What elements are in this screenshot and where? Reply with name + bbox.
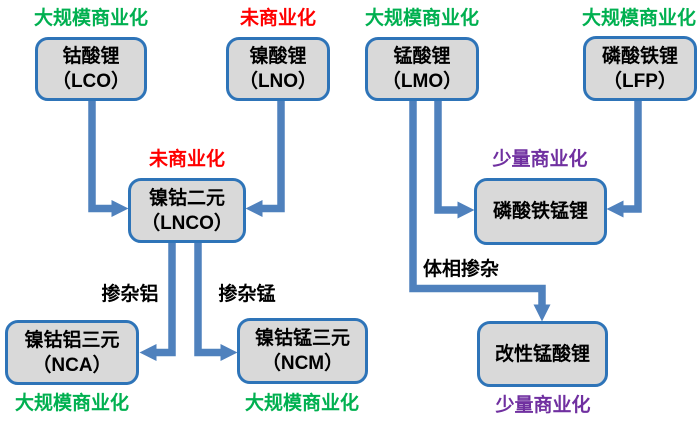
- status-label-lnco: 未商业化: [148, 149, 225, 170]
- status-label-lmo: 大规模商业化: [364, 8, 479, 29]
- node-lfp: 磷酸铁锂 （LFP）: [583, 36, 697, 101]
- arrow-lnco-to-nca: [139, 243, 176, 362]
- status-label-lfp: 大规模商业化: [581, 8, 696, 29]
- node-lfp-name: 磷酸铁锂: [601, 45, 678, 67]
- arrow-lno-to-lnco: [245, 101, 285, 218]
- node-lnco: 镍钴二元 （LNCO）: [128, 178, 246, 243]
- node-nca-code: （NCA）: [32, 354, 112, 376]
- edge-label-doped-al: 掺杂铝: [101, 284, 159, 305]
- node-lfp-code: （LFP）: [603, 70, 677, 92]
- node-lno-name: 镍酸锂: [249, 46, 307, 67]
- node-nca: 镍钴铝三元 （NCA）: [5, 320, 139, 385]
- node-lfmp-name: 磷酸铁锰锂: [492, 201, 588, 222]
- node-lco-code: （LCO）: [51, 71, 131, 92]
- node-lmo: 锰酸锂 （LMO）: [365, 37, 479, 101]
- node-lfmp: 磷酸铁锰锂: [474, 178, 607, 245]
- node-lmo-name: 锰酸锂: [393, 46, 451, 67]
- status-label-mlmo: 少量商业化: [495, 395, 591, 416]
- edge-label-doped-mn: 掺杂锰: [218, 284, 276, 305]
- node-mlmo-name: 改性锰酸锂: [494, 343, 590, 365]
- node-lno-code: （LNO）: [238, 71, 318, 92]
- node-lco-name: 钴酸锂: [62, 46, 120, 67]
- node-nca-name: 镍钴铝三元: [24, 329, 120, 351]
- node-lco: 钴酸锂 （LCO）: [35, 37, 147, 101]
- arrow-lnco-to-ncm: [194, 243, 238, 362]
- node-lnco-code: （LNCO）: [141, 212, 233, 234]
- node-ncm-code: （NCM）: [261, 353, 344, 374]
- status-label-lfmp: 少量商业化: [492, 149, 588, 170]
- node-lnco-name: 镍钴二元: [148, 187, 225, 209]
- node-ncm: 镍钴锰三元 （NCM）: [237, 318, 368, 384]
- status-label-lno: 未商业化: [239, 8, 316, 29]
- arrow-lfp-to-lfmp: [606, 101, 642, 218]
- node-lmo-code: （LMO）: [381, 71, 463, 92]
- edge-label-bulk-doping: 体相掺杂: [422, 259, 499, 280]
- node-lno: 镍酸锂 （LNO）: [226, 37, 330, 101]
- node-ncm-name: 镍钴锰三元: [254, 328, 350, 349]
- node-mlmo: 改性锰酸锂: [477, 321, 608, 387]
- status-label-lco: 大规模商业化: [33, 8, 148, 29]
- status-label-ncm: 大规模商业化: [244, 393, 359, 414]
- arrow-lmo-to-mlmo: [409, 101, 551, 322]
- arrow-lmo-to-lfmp: [434, 101, 475, 219]
- arrow-lco-to-lnco: [88, 101, 129, 218]
- status-label-nca: 大规模商业化: [14, 393, 129, 414]
